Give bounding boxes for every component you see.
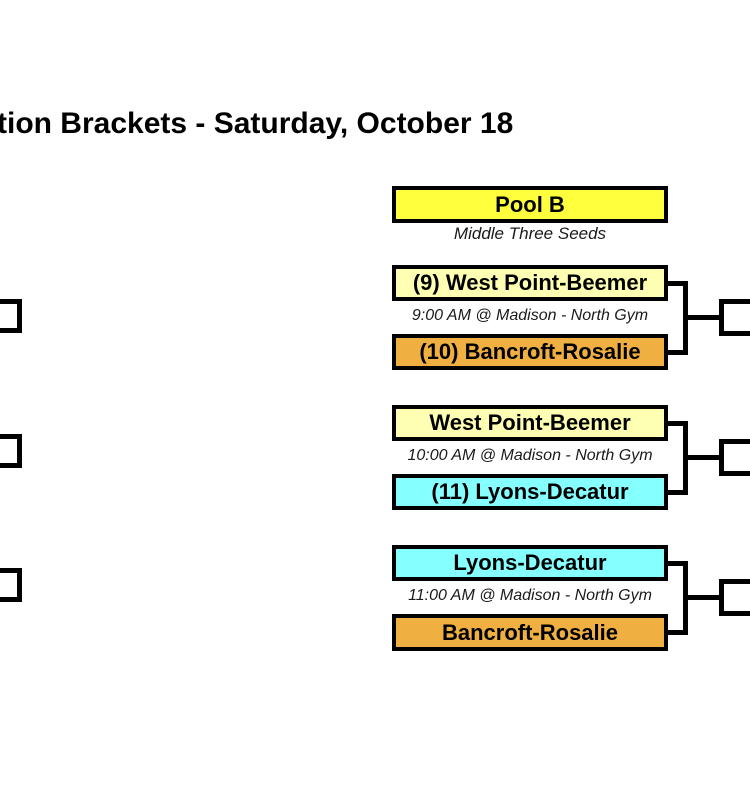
match2-connector-vertical [683, 421, 688, 495]
pool-header-box: Pool B [392, 186, 668, 223]
team-name: West Point-Beemer [429, 410, 631, 435]
match3-winner-box [719, 579, 750, 616]
page-title: tion Brackets - Saturday, October 18 [0, 107, 514, 140]
match3-bottom-team-box: Bancroft-Rosalie [392, 614, 668, 651]
match3-connector-bottom-stub [666, 630, 688, 635]
match2-bottom-team-box: (11) Lyons-Decatur [392, 474, 668, 510]
match2-game-info: 10:00 AM @ Madison - North Gym [407, 447, 653, 464]
adjacent-bracket-box-3 [0, 568, 22, 602]
match3-connector-vertical [683, 561, 688, 635]
match2-connector-top-stub [666, 421, 688, 426]
match1-bottom-team-box: (10) Bancroft-Rosalie [392, 334, 668, 370]
adjacent-bracket-box-2 [0, 434, 22, 468]
match2-connector-bottom-stub [666, 490, 688, 495]
match1-connector-bottom-stub [666, 350, 688, 355]
match2-connector-advance [686, 455, 719, 460]
pool-subtitle: Middle Three Seeds [453, 224, 607, 243]
match3-connector-top-stub [666, 561, 688, 566]
team-name: (11) Lyons-Decatur [431, 479, 629, 504]
team-name: (10) Bancroft-Rosalie [419, 339, 641, 364]
match2-winner-box [719, 439, 750, 476]
adjacent-bracket-box-1 [0, 299, 22, 333]
match1-winner-box [719, 299, 750, 336]
match1-connector-vertical [683, 281, 688, 355]
team-name: Lyons-Decatur [453, 550, 607, 575]
match1-game-info: 9:00 AM @ Madison - North Gym [411, 307, 649, 324]
match1-connector-advance [686, 315, 719, 320]
match2-top-team-box: West Point-Beemer [392, 405, 668, 441]
team-name: Bancroft-Rosalie [441, 619, 619, 645]
match3-top-team-box: Lyons-Decatur [392, 545, 668, 581]
match1-connector-top-stub [666, 281, 688, 286]
match3-connector-advance [686, 595, 719, 600]
pool-label: Pool B [495, 191, 565, 217]
match1-top-team-box: (9) West Point-Beemer [392, 265, 668, 301]
team-name: (9) West Point-Beemer [412, 270, 648, 295]
match3-game-info: 11:00 AM @ Madison - North Gym [408, 587, 652, 604]
